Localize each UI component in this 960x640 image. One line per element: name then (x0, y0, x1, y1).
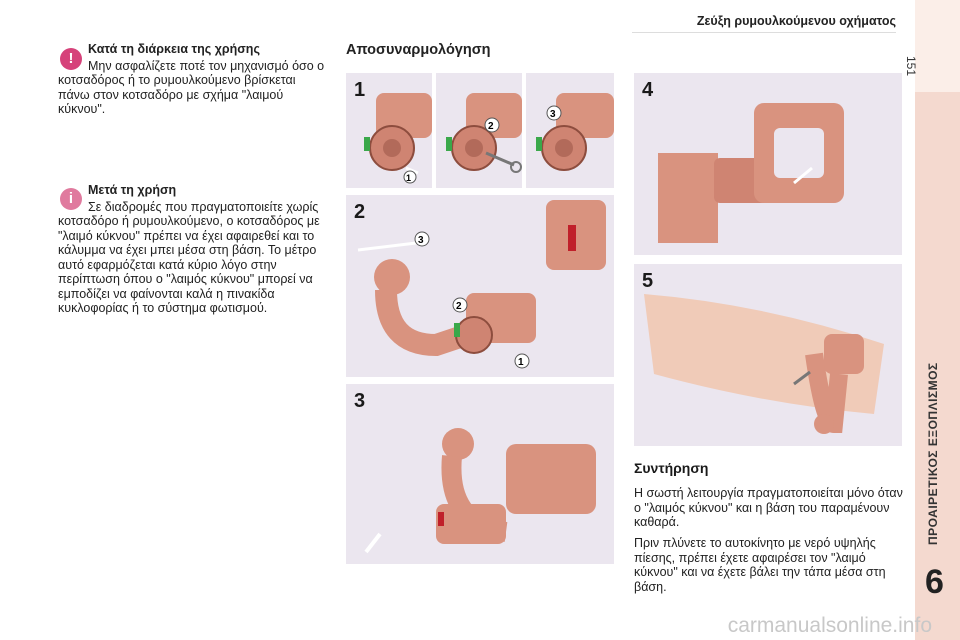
step2-panel: 2 3 2 1 (346, 195, 614, 377)
maintenance-paragraph-2: Πριν πλύνετε το αυτοκίνητο με νερό υψηλή… (634, 536, 886, 594)
callout-label: 2 (488, 121, 494, 132)
callout-label: 2 (456, 301, 462, 312)
step4-panel: 4 (634, 73, 902, 255)
page-header-title: Ζεύξη ρυμουλκούμενου οχήματος (696, 14, 896, 28)
maintenance-title: Συντήρηση (634, 460, 709, 476)
step5-panel: 5 (634, 264, 902, 446)
note-heading: Μετά τη χρήση (88, 183, 177, 197)
chapter-label: ΠΡΟΑΙΡΕΤΙΚΟΣ ΕΞΟΠΛΙΣΜΟΣ (926, 362, 940, 545)
step1-panel-a: 1 1 (346, 73, 432, 188)
storage-bag-illustration (644, 294, 884, 434)
hitch-illustration: 3 (536, 93, 614, 171)
callout-label: 1 (406, 173, 411, 183)
hitch-illustration: 1 (364, 93, 432, 184)
step3-panel: 3 (346, 384, 614, 564)
note-heading: Κατά τη διάρκεια της χρήσης (88, 42, 260, 56)
note-after-use: Μετά τη χρήση Σε διαδρομές που πραγματοπ… (58, 183, 328, 316)
chapter-sidebar (915, 92, 960, 640)
step1-panel-c: 3 (526, 73, 614, 188)
step-number: 5 (642, 270, 654, 292)
callout-label: 3 (418, 235, 424, 246)
step1-panel-b: 2 (436, 73, 522, 188)
hitch-illustration: 3 2 1 (357, 200, 606, 369)
note-body: Σε διαδρομές που πραγματοποιείτε χωρίς κ… (58, 199, 320, 316)
callout-label: 1 (518, 357, 524, 368)
warning-icon: ! (60, 48, 82, 70)
hitch-illustration: 2 (446, 93, 522, 173)
removal-section-title: Αποσυναρμολόγηση (346, 42, 491, 58)
cap-illustration (658, 103, 844, 243)
step-number: 4 (642, 79, 654, 101)
header-divider (632, 32, 896, 33)
step-number: 3 (354, 390, 366, 412)
sidebar-tab-top (915, 0, 960, 92)
hitch-illustration (364, 428, 596, 554)
step-number: 1 (354, 79, 366, 101)
step-number: 2 (354, 201, 366, 223)
watermark: carmanualsonline.info (727, 614, 932, 637)
note-body: Μην ασφαλίζετε ποτέ τον μηχανισμό όσο ο … (58, 58, 325, 117)
chapter-number: 6 (925, 563, 944, 601)
maintenance-paragraph-1: Η σωστή λειτουργία πραγματοποιείται μόνο… (634, 486, 903, 529)
info-icon: i (60, 188, 82, 210)
callout-label: 3 (550, 109, 556, 120)
page-number: 151 (904, 56, 918, 77)
note-during-use: Κατά τη διάρκεια της χρήσης Μην ασφαλίζε… (58, 42, 328, 117)
